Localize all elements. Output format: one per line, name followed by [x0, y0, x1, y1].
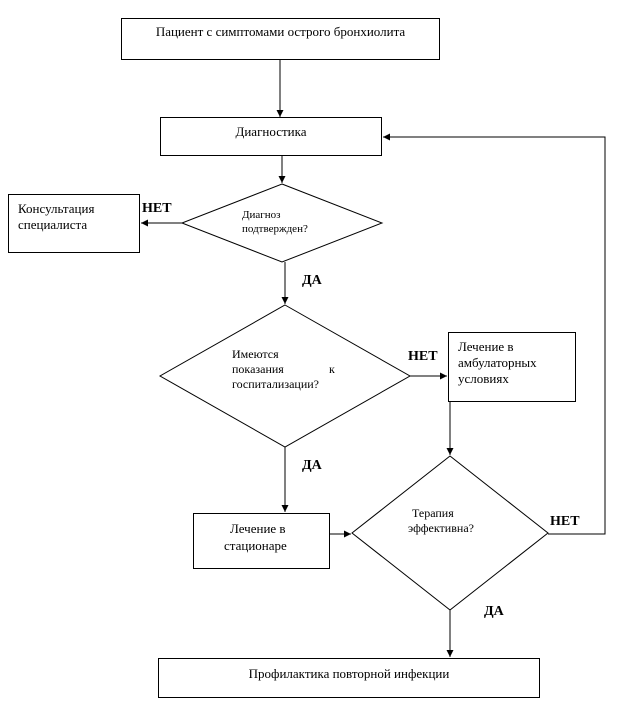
outpatient-line3: условиях	[458, 371, 509, 386]
inpatient-line2: стационаре	[224, 538, 287, 553]
start-text: Пациент с симптомами острого бронхиолита	[155, 24, 406, 39]
outpatient-box: Лечение в амбулаторных условиях	[448, 332, 576, 402]
diag-confirmed-line2: подтвержден?	[242, 223, 308, 235]
prevention-box: Профилактика повторной инфекции	[158, 658, 540, 698]
diag-confirmed-line1: Диагноз	[242, 209, 281, 221]
inpatient-box: Лечение в стационаре	[193, 513, 330, 569]
inpatient-line1: Лечение в	[230, 521, 286, 536]
decision-hospitalization	[158, 304, 412, 448]
edge-no-loop-to-diagnostics	[383, 133, 606, 535]
prevention-text: Профилактика повторной инфекции	[248, 666, 450, 681]
specialist-line1: Консультация	[18, 201, 95, 216]
edge-label-no-hospitalization: НЕТ	[408, 349, 438, 364]
start-box: Пациент с симптомами острого бронхиолита	[121, 18, 440, 60]
hosp-line2b: к	[329, 362, 335, 376]
hosp-line3: госпитализации?	[232, 377, 319, 391]
specialist-line2: специалиста	[18, 217, 88, 232]
diagnostics-text: Диагностика	[235, 124, 307, 139]
decision-diagnosis-confirmed	[180, 183, 384, 263]
edge-label-yes-therapy: ДА	[484, 604, 504, 619]
edge-label-no-specialist: НЕТ	[142, 201, 172, 216]
outpatient-line1: Лечение в	[458, 339, 514, 354]
specialist-box: Консультация специалиста	[8, 194, 140, 253]
therapy-line2: эффективна?	[408, 521, 474, 535]
edge-label-yes-diagnosis: ДА	[302, 273, 322, 288]
outpatient-line2: амбулаторных	[458, 355, 537, 370]
edge-label-no-therapy: НЕТ	[550, 514, 580, 529]
edge-label-yes-hospitalization: ДА	[302, 458, 322, 473]
diagnostics-box: Диагностика	[160, 117, 382, 156]
hosp-line1: Имеются	[232, 347, 279, 361]
therapy-line1: Терапия	[412, 506, 454, 520]
hosp-line2a: показания	[232, 362, 284, 376]
